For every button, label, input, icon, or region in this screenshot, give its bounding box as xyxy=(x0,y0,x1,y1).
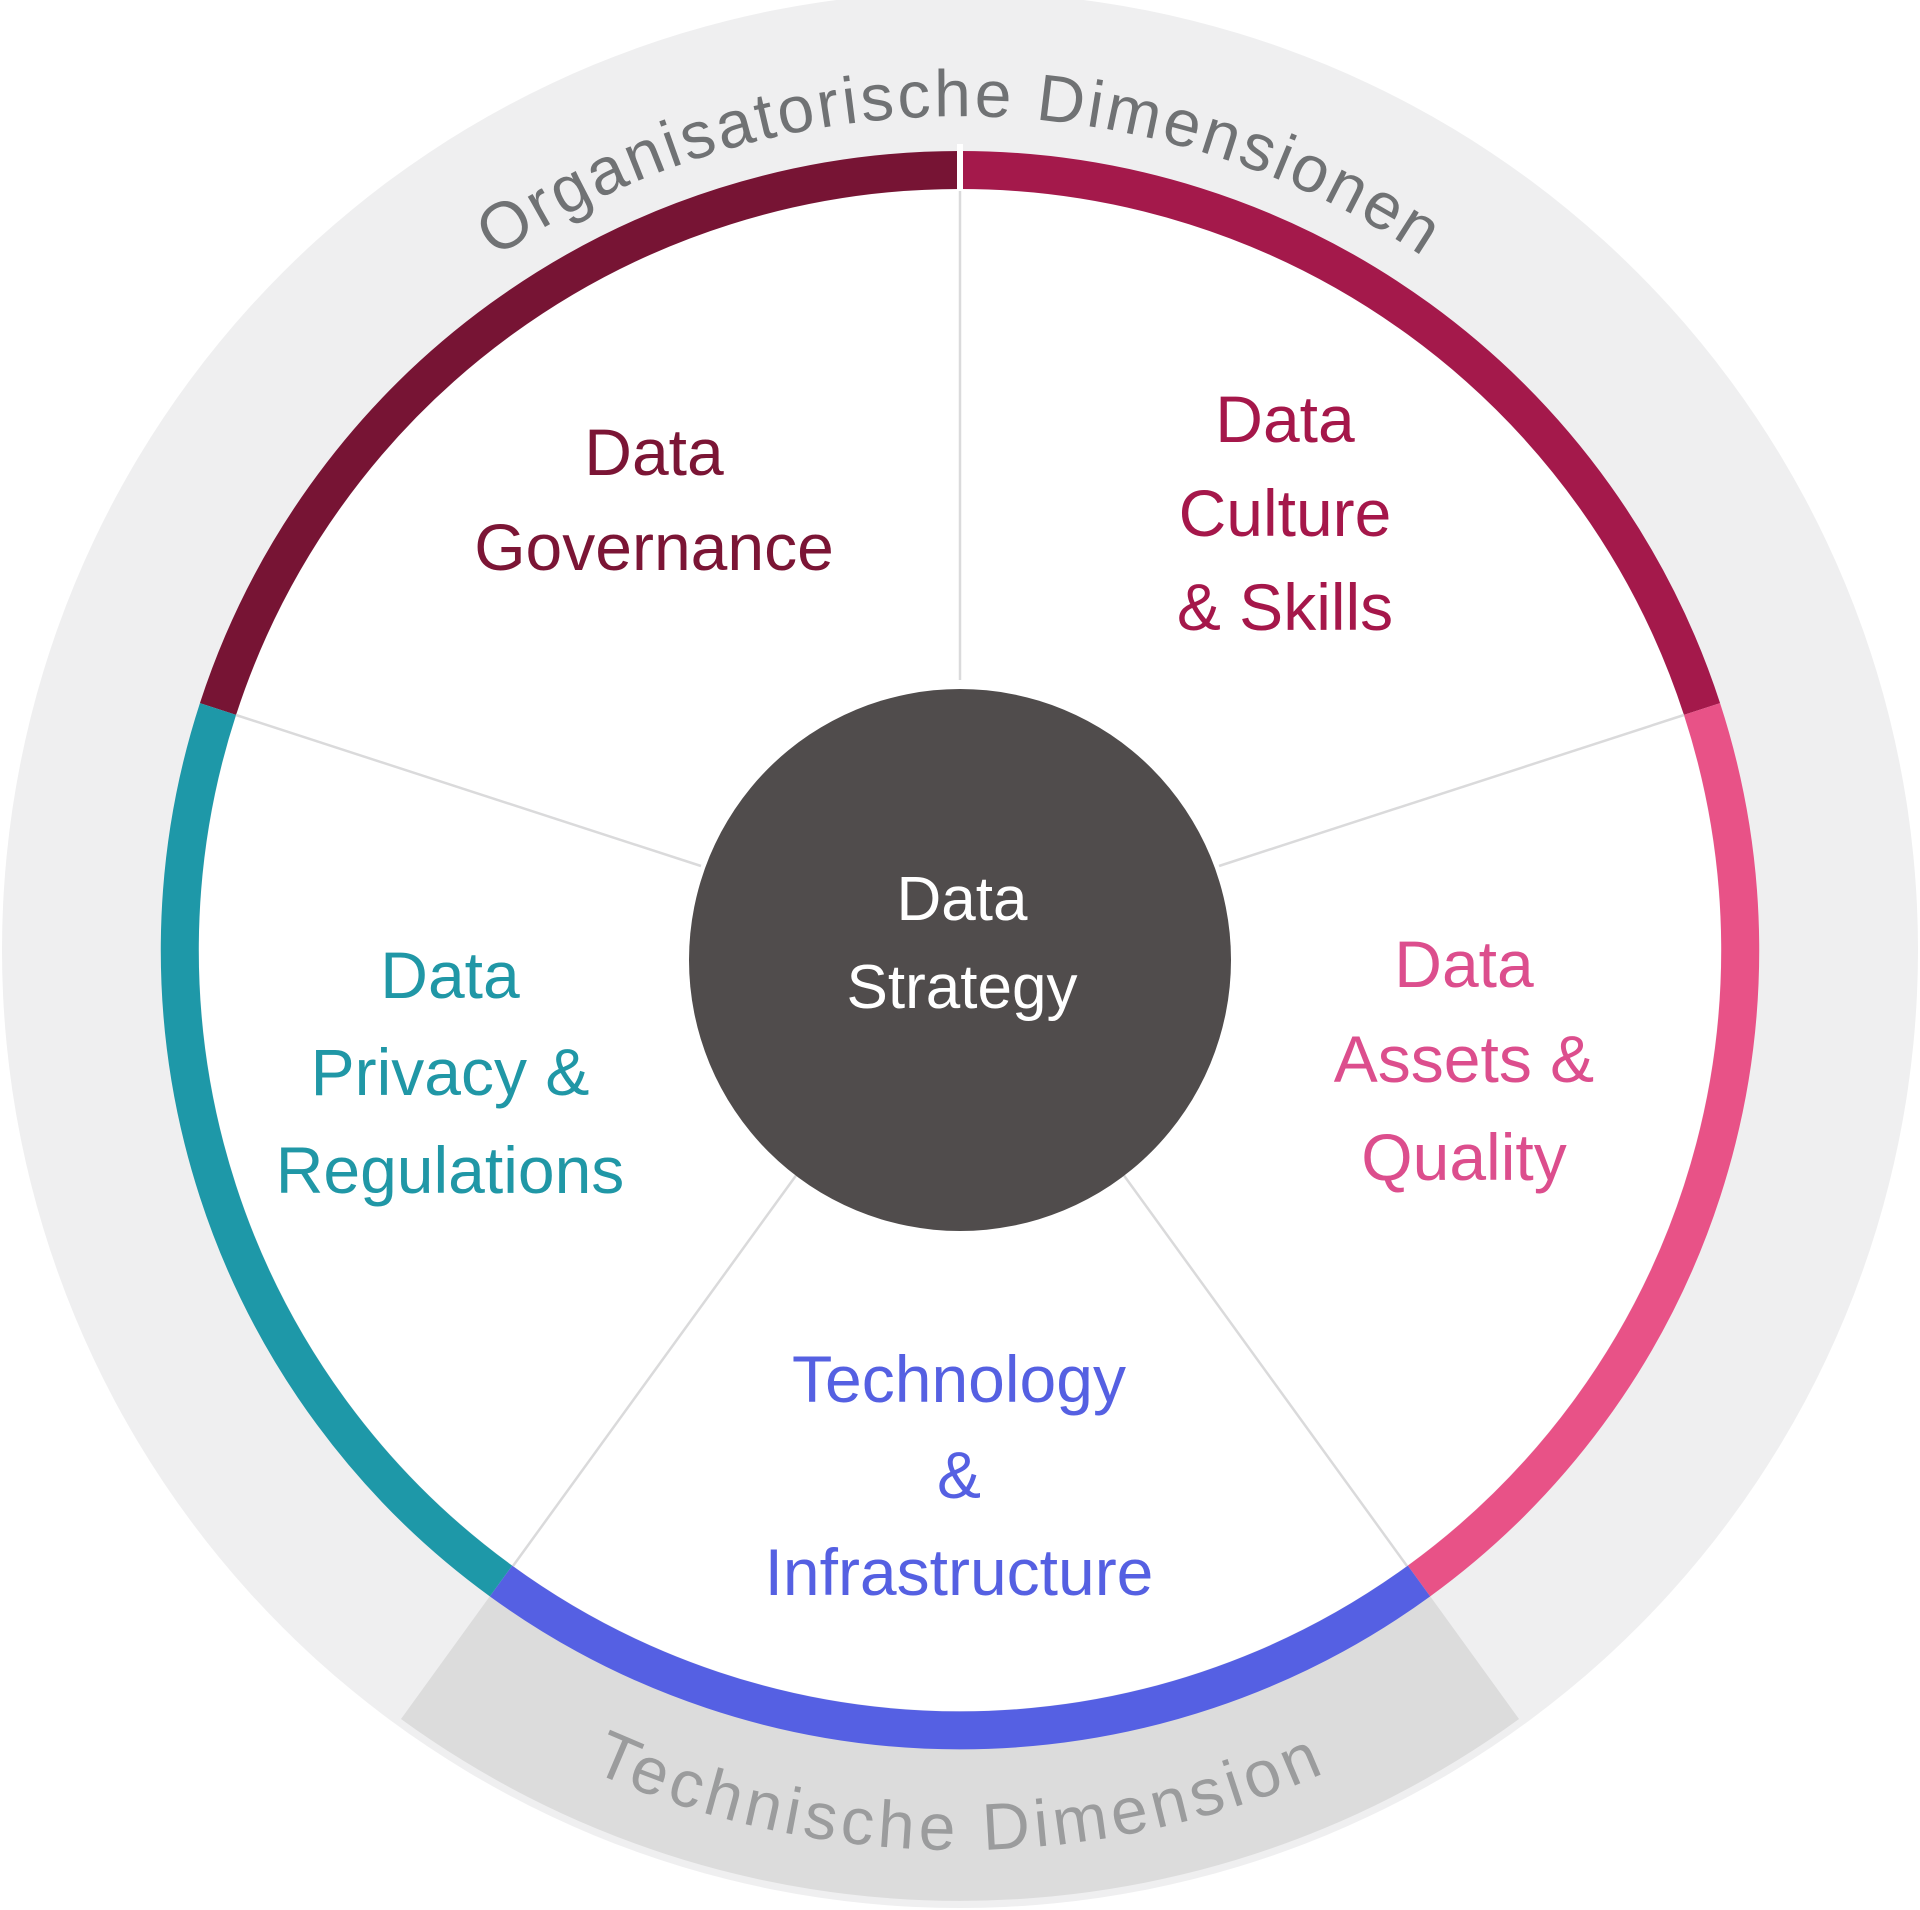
label-data-governance-line-1: Data xyxy=(584,415,724,489)
label-data-culture-skills-line-1: Data xyxy=(1215,382,1355,456)
arc-data-governance xyxy=(199,151,961,715)
center-label-line-1: Data xyxy=(897,865,1028,934)
divider-lower-right xyxy=(1118,1169,1409,1567)
label-data-privacy-regulations-line-1: Data xyxy=(380,938,520,1012)
arc-data-privacy-regulations xyxy=(160,703,513,1597)
label-data-assets-quality-line-1: Data xyxy=(1394,927,1534,1001)
label-data-governance-line-2: Governance xyxy=(474,510,834,584)
center-circle xyxy=(689,689,1231,1231)
label-data-assets-quality-line-2: Assets & xyxy=(1334,1022,1594,1096)
arc-data-assets-quality xyxy=(1407,703,1760,1597)
center-label-line-2: Strategy xyxy=(847,953,1078,1022)
divider-upper-right xyxy=(1218,713,1685,868)
label-data-privacy-regulations-line-2: Privacy & xyxy=(311,1035,590,1109)
label-technology-infrastructure-line-3: Infrastructure xyxy=(765,1535,1154,1609)
label-technology-infrastructure-line-1: Technology xyxy=(792,1342,1126,1416)
arc-data-culture-skills xyxy=(959,151,1721,715)
label-data-privacy-regulations-line-3: Regulations xyxy=(276,1133,625,1207)
technical-dimension-wedge xyxy=(401,1596,1519,1901)
divider-upper-left xyxy=(235,713,702,868)
divider-lower-left xyxy=(511,1169,802,1567)
label-data-culture-skills-line-3: & Skills xyxy=(1177,570,1393,644)
label-technology-infrastructure-line-2: & xyxy=(937,1438,981,1512)
label-data-culture-skills-line-2: Culture xyxy=(1179,476,1392,550)
arc-technology-infrastructure xyxy=(489,1565,1431,1750)
label-data-assets-quality-line-3: Quality xyxy=(1361,1120,1566,1194)
